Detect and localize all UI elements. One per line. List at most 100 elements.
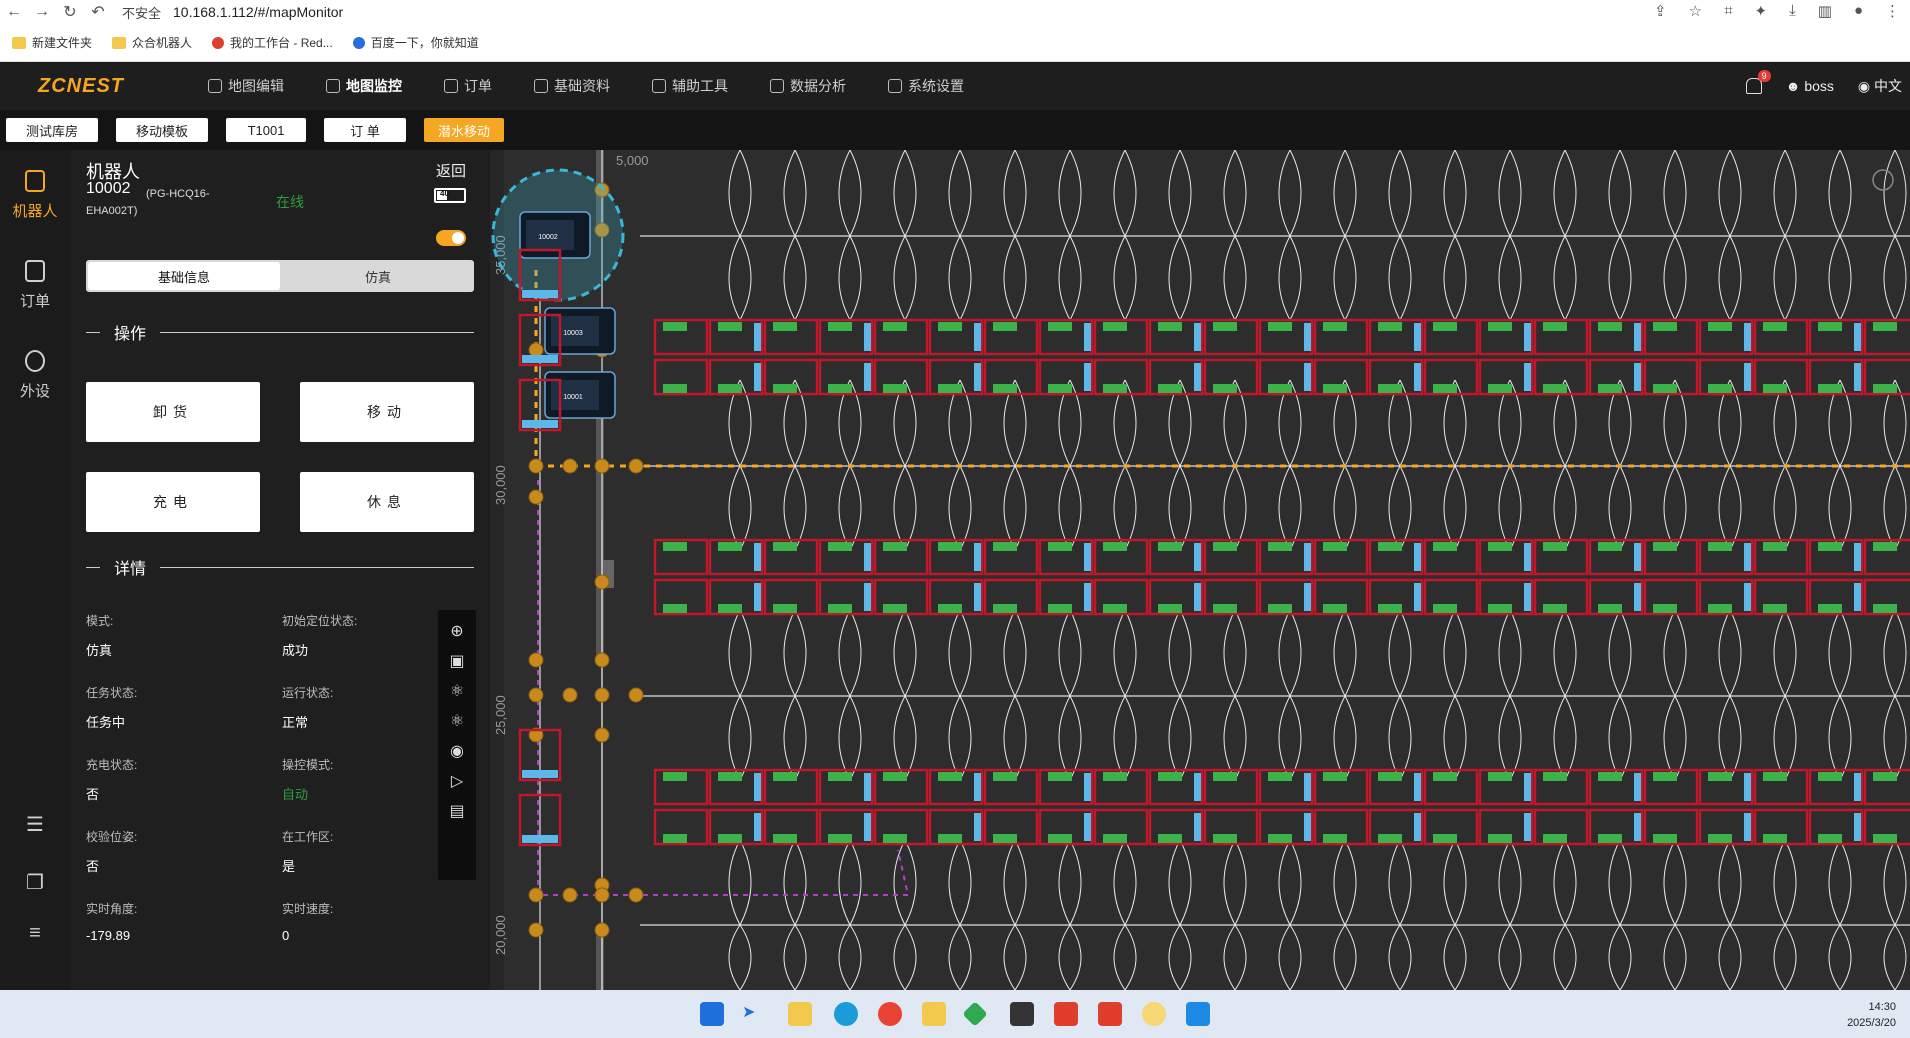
forward-arrow-icon[interactable]: → <box>34 3 50 20</box>
shelf-slot <box>1038 538 1094 576</box>
divider <box>160 331 474 333</box>
data-icon <box>534 79 548 93</box>
nav-data-analysis[interactable]: 数据分析 <box>770 76 846 96</box>
bookmark-link[interactable]: 我的工作台 - Red... <box>212 34 333 51</box>
play-icon[interactable]: ▷ <box>450 773 464 790</box>
shelf-slot <box>983 318 1039 356</box>
lane-arc <box>1553 839 1566 926</box>
shelf-slot <box>1038 768 1094 806</box>
back-button[interactable]: 返回 <box>435 163 466 180</box>
slot-label <box>883 772 907 781</box>
profile-icon[interactable]: ● <box>1853 2 1863 19</box>
nav-map-monitor[interactable]: 地图监控 <box>326 76 402 96</box>
report-icon[interactable]: ▤ <box>449 803 465 820</box>
forklift-alt-icon[interactable]: ⚛ <box>449 713 465 730</box>
map-canvas[interactable]: 5,00035,00030,00025,00020,00010002100031… <box>490 150 1910 990</box>
tab-simulation[interactable]: 仿真 <box>364 269 391 285</box>
sidebar-icon[interactable]: ▥ <box>1817 3 1832 20</box>
lane-arc <box>1344 379 1357 467</box>
slot-label <box>1378 834 1402 843</box>
feishu-icon[interactable] <box>1186 1002 1210 1026</box>
camera-icon[interactable]: ▣ <box>449 653 465 670</box>
lane-arc <box>838 924 851 990</box>
lane-arc <box>1058 924 1071 990</box>
bell-icon[interactable]: 9 <box>1745 70 1771 94</box>
chrome-icon[interactable] <box>878 1002 902 1026</box>
slot-label <box>993 322 1017 331</box>
menu-icon[interactable]: ⋮ <box>1885 3 1900 20</box>
move-button[interactable]: 移动 <box>300 382 474 442</box>
xmind-icon[interactable] <box>1098 1002 1122 1026</box>
charger-marker <box>1634 813 1641 841</box>
layers-icon[interactable]: ❐ <box>26 872 44 894</box>
robot-model: (PG-HCQ16- <box>146 188 210 200</box>
language-switch[interactable]: ◉ 中文 <box>1857 78 1902 94</box>
windows-start-icon[interactable] <box>700 1002 724 1026</box>
notes-icon[interactable] <box>922 1002 946 1026</box>
nav-base-data[interactable]: 基础资料 <box>534 76 610 96</box>
forklift-icon[interactable]: ⚛ <box>449 683 465 700</box>
wps-icon[interactable] <box>1054 1002 1078 1026</box>
slot-label <box>663 772 687 781</box>
sidebar-item-peripheral[interactable]: 外设 <box>0 330 70 420</box>
bookmark-folder[interactable]: 新建文件夹 <box>12 34 92 51</box>
reload-icon[interactable]: ↻ <box>63 4 77 21</box>
back-arrow-icon[interactable]: ← <box>6 3 22 20</box>
lane-arc <box>904 839 917 926</box>
slot-label <box>1323 834 1347 843</box>
warehouse-map[interactable]: 5,00035,00030,00025,00020,00010002100031… <box>490 150 1910 990</box>
slot-label <box>883 604 907 613</box>
nav-system-settings[interactable]: 系统设置 <box>888 76 964 96</box>
submerge-move-button[interactable]: 潜水移动 <box>424 118 504 142</box>
slot-label <box>1268 834 1292 843</box>
extension-icon[interactable]: ✦ <box>1754 3 1768 20</box>
charger-marker <box>1634 583 1641 611</box>
tool-icon[interactable] <box>1010 1002 1034 1026</box>
user-menu[interactable]: ☻ boss <box>1785 78 1834 94</box>
lane-arc <box>1168 465 1181 551</box>
app-icon[interactable] <box>1142 1002 1166 1026</box>
locate-icon[interactable]: ⊕ <box>450 623 464 640</box>
lane-arc <box>1069 150 1082 237</box>
history-back-icon[interactable]: ↶ <box>91 4 105 21</box>
pen-icon[interactable]: ➤ <box>742 1004 756 1021</box>
edge-icon[interactable] <box>834 1002 858 1026</box>
shelf-slot <box>1698 318 1754 356</box>
lane-arc <box>948 695 961 781</box>
nav-order[interactable]: 订单 <box>444 76 492 96</box>
robot-enable-toggle[interactable] <box>436 230 466 246</box>
nav-map-edit[interactable]: 地图编辑 <box>208 76 284 96</box>
lane-arc <box>794 150 807 237</box>
lane-arc <box>1223 695 1236 781</box>
waypoint-node <box>594 887 610 903</box>
crop-icon[interactable]: ⌗ <box>1724 2 1733 19</box>
layout-list-icon[interactable]: ☰ <box>26 814 44 836</box>
shelf-slot <box>1863 318 1910 356</box>
bookmark-folder[interactable]: 众合机器人 <box>112 34 192 51</box>
url-field[interactable]: 10.168.1.112/#/mapMonitor <box>173 4 344 20</box>
rest-button[interactable]: 休息 <box>300 472 474 532</box>
slot-label <box>1543 542 1567 551</box>
sidebar-item-order[interactable]: 订单 <box>0 240 70 330</box>
bookmark-link[interactable]: 百度一下，你就知道 <box>352 34 479 51</box>
lane-arc <box>1014 695 1027 781</box>
sidebar-item-robot[interactable]: 机器人 <box>0 150 70 240</box>
shelf-slot <box>1588 578 1644 616</box>
charge-button[interactable]: 充电 <box>86 472 260 532</box>
menu-indent-icon[interactable]: ≡ <box>29 922 41 944</box>
tab-basic-info[interactable]: 基础信息 <box>88 262 280 290</box>
move-template-button[interactable]: 移动模板 <box>116 118 208 142</box>
task-t1001-button[interactable]: T1001 <box>226 118 306 142</box>
pin-icon[interactable]: ◉ <box>450 743 464 760</box>
lane-arc <box>728 465 741 551</box>
shelf-slot <box>818 768 874 806</box>
download-icon[interactable]: ⤓ <box>1789 2 1796 19</box>
unload-button[interactable]: 卸货 <box>86 382 260 442</box>
git-icon[interactable] <box>962 1001 988 1027</box>
nav-aux-tools[interactable]: 辅助工具 <box>652 76 728 96</box>
warehouse-button[interactable]: 测试库房 <box>6 118 98 142</box>
file-explorer-icon[interactable] <box>788 1002 812 1026</box>
star-icon[interactable]: ☆ <box>1688 3 1703 20</box>
order-button[interactable]: 订 单 <box>324 118 406 142</box>
share-icon[interactable]: ⇪ <box>1654 3 1667 20</box>
